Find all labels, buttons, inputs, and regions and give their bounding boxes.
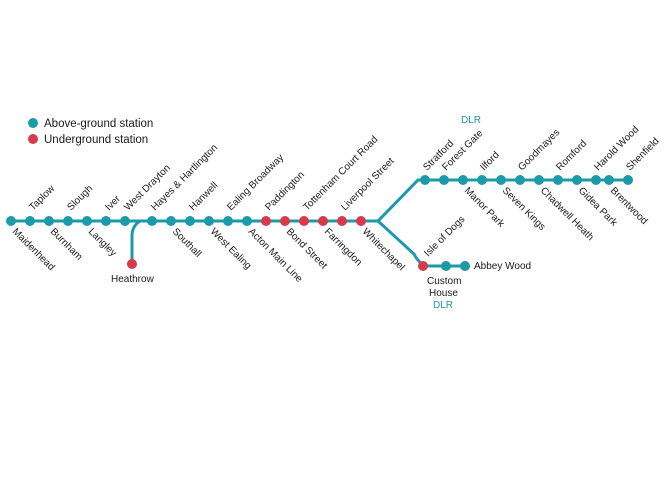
station-whitechapel-label: Whitechapel <box>360 226 407 273</box>
dlr-label-top: DLR <box>461 115 481 126</box>
station-shenfield-marker <box>623 175 633 185</box>
station-harold-wood-marker <box>591 175 601 185</box>
station-paddington-marker <box>261 216 271 226</box>
station-whitechapel-marker <box>356 216 366 226</box>
station-tottenham-court-road-label: Tottenham Court Road <box>301 134 380 213</box>
station-romford-label: Romford <box>554 138 589 173</box>
station-acton-main-line-marker <box>242 216 252 226</box>
station-acton-main-line[interactable]: Acton Main Line <box>242 216 305 285</box>
station-slough-label: Slough <box>65 183 95 213</box>
station-ilford-label: Ilford <box>478 150 502 174</box>
station-abbey-wood-marker <box>460 261 470 271</box>
heathrow-branch-track <box>130 219 142 265</box>
station-chadwell-heath[interactable]: Chadwell Heath <box>534 175 596 243</box>
station-forest-gate-marker <box>439 175 449 185</box>
station-langley-marker <box>82 216 92 226</box>
station-heathrow-marker <box>127 259 137 269</box>
station-custom-house[interactable]: Custom House <box>427 261 461 299</box>
station-isle-of-dogs-label: Isle of Dogs <box>422 214 467 259</box>
station-langley-label: Langley <box>86 226 119 259</box>
station-chadwell-heath-marker <box>534 175 544 185</box>
station-maidenhead-marker <box>6 216 16 226</box>
station-custom-house-marker <box>441 261 451 271</box>
station-stratford-marker <box>420 175 430 185</box>
station-liverpool-street-marker <box>337 216 347 226</box>
station-isle-of-dogs-marker <box>418 261 428 271</box>
station-tottenham-court-road-marker <box>299 216 309 226</box>
station-goodmayes-marker <box>515 175 525 185</box>
station-southall-label: Southall <box>170 226 203 259</box>
station-abbey-wood[interactable]: Abbey Wood <box>460 261 531 272</box>
legend: Above-ground station Underground station <box>28 118 153 146</box>
station-romford-marker <box>553 175 563 185</box>
station-west-drayton-label: West Drayton <box>122 163 172 213</box>
legend-underground-marker <box>28 134 38 144</box>
station-custom-house-label-line1: Custom <box>427 276 461 287</box>
station-slough-marker <box>63 216 73 226</box>
station-romford[interactable]: Romford <box>553 138 589 185</box>
station-burnham-label: Burnham <box>48 226 84 262</box>
legend-above-ground-label: Above-ground station <box>44 118 153 130</box>
station-iver-marker <box>101 216 111 226</box>
station-brentwood-marker <box>604 175 614 185</box>
station-taplow-marker <box>25 216 35 226</box>
station-southall[interactable]: Southall <box>166 216 203 260</box>
station-ealing-broadway-marker <box>223 216 233 226</box>
legend-underground-label: Underground station <box>44 134 148 146</box>
station-farringdon-marker <box>318 216 328 226</box>
station-hanwell-marker <box>185 216 195 226</box>
station-southall-marker <box>166 216 176 226</box>
station-heathrow[interactable]: Heathrow <box>111 259 155 285</box>
legend-above-ground-marker <box>28 118 38 128</box>
station-hanwell-label: Hanwell <box>187 180 220 213</box>
station-seven-kings-marker <box>496 175 506 185</box>
station-west-ealing-marker <box>204 216 214 226</box>
station-heathrow-label: Heathrow <box>111 274 155 285</box>
station-hayes-harlington-marker <box>147 216 157 226</box>
station-ilford-marker <box>477 175 487 185</box>
dlr-label-bottom: DLR <box>433 300 453 311</box>
station-burnham-marker <box>44 216 54 226</box>
station-iver-label: Iver <box>103 193 123 213</box>
station-abbey-wood-label: Abbey Wood <box>474 261 531 272</box>
station-taplow-label: Taplow <box>27 183 57 213</box>
station-hanwell[interactable]: Hanwell <box>185 180 220 226</box>
station-west-drayton-marker <box>120 216 130 226</box>
station-custom-house-label-line2: House <box>429 288 458 299</box>
station-ealing-broadway[interactable]: Ealing Broadway <box>223 152 286 226</box>
station-bond-street-marker <box>280 216 290 226</box>
station-manor-park-marker <box>458 175 468 185</box>
station-gidea-park-marker <box>572 175 582 185</box>
